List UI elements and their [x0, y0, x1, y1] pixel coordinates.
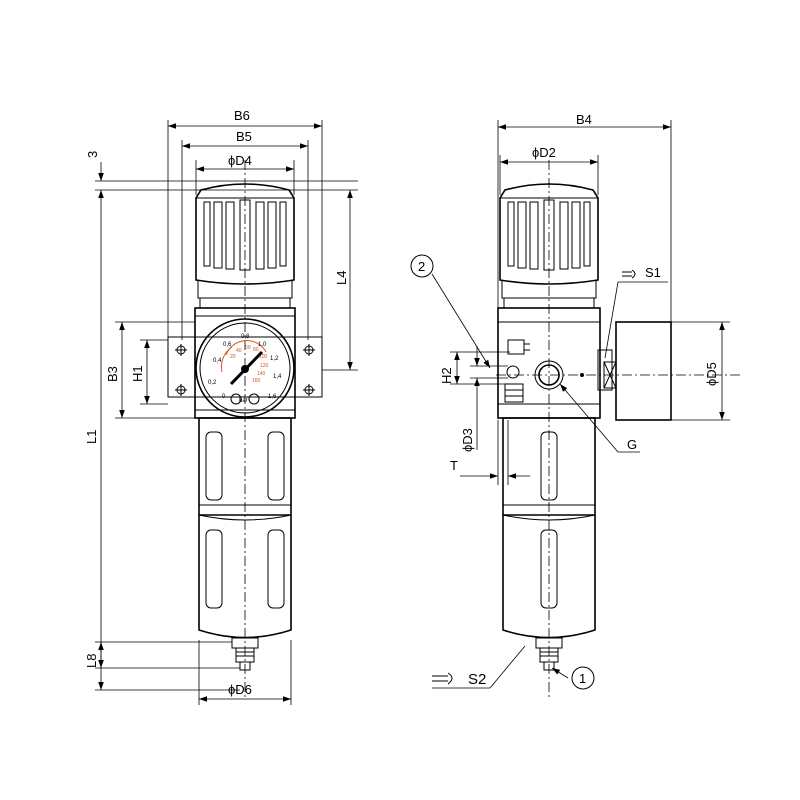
label-d6: ϕD6	[228, 682, 252, 697]
label-d4: ϕD4	[228, 153, 252, 168]
gauge-red-tick-140: 140	[257, 371, 266, 377]
gauge-tick-0-2: 0,2	[208, 380, 217, 386]
dim-l1: L1	[84, 190, 240, 691]
dim-h1: H1	[130, 339, 168, 405]
label-t: T	[450, 458, 458, 473]
callout-g: G	[559, 383, 640, 453]
dim-h2: H2	[439, 351, 510, 385]
dim-3: 3	[85, 151, 358, 191]
pressure-gauge: 0,8 0,6 0,4 0,2 0 1,0 1,2 1,4 1,6 20 40 …	[195, 318, 295, 418]
label-b4: B4	[576, 112, 592, 127]
callout-2: 2	[410, 254, 491, 369]
gauge-red-tick-160: 160	[252, 378, 261, 384]
dim-l4: L4	[322, 190, 358, 371]
dim-b3: B3	[105, 321, 195, 419]
label-l1: L1	[84, 430, 99, 444]
gauge-tick-1-6: 1,6	[268, 394, 277, 400]
label-b5: B5	[236, 129, 252, 144]
callout-1: 1	[551, 666, 595, 690]
dim-d5: ϕD5	[671, 321, 730, 421]
callout-1-circle	[571, 666, 595, 690]
dim-b5: B5	[181, 129, 309, 340]
dim-l8: L8	[84, 641, 240, 669]
label-l4: L4	[334, 271, 349, 285]
side-bowl	[502, 417, 596, 639]
dim-t: T	[450, 420, 530, 485]
front-body	[167, 307, 323, 419]
dim-d3: ϕD3	[460, 346, 508, 452]
gauge-tick-1-0: 1,0	[258, 342, 267, 348]
callout-s2: S2	[432, 645, 526, 689]
gauge-red-tick-60: 60	[245, 345, 251, 351]
drain-valve	[231, 637, 259, 671]
label-g: G	[627, 437, 637, 452]
dim-d6: ϕD6	[198, 640, 292, 705]
side-drain	[535, 637, 563, 671]
gauge-tick-0-8: 0,8	[241, 334, 250, 340]
label-d3: ϕD3	[460, 428, 475, 452]
gauge-tick-0-6: 0,6	[223, 342, 232, 348]
label-h2: H2	[439, 367, 454, 384]
gauge-red-tick-20: 20	[230, 354, 236, 360]
label-callout-1: 1	[579, 671, 586, 686]
gauge-hub	[241, 365, 249, 373]
callout-2-circle	[410, 254, 434, 278]
label-h1: H1	[130, 365, 145, 382]
gauge-unit: bar	[239, 398, 248, 404]
side-body	[497, 307, 613, 419]
side-knob	[499, 183, 599, 309]
label-d2: ϕD2	[532, 145, 556, 160]
gauge-tick-1-2: 1,2	[270, 356, 279, 362]
gauge-red-tick-40: 40	[236, 348, 242, 354]
gauge-tick-0-4: 0,4	[213, 358, 222, 364]
dim-d2: ϕD2	[499, 145, 599, 195]
dim-b4: B4	[497, 112, 672, 322]
label-d5: ϕD5	[704, 362, 719, 386]
label-b3: B3	[105, 366, 120, 382]
front-view: 0,8 0,6 0,4 0,2 0 1,0 1,2 1,4 1,6 20 40 …	[84, 108, 358, 705]
gauge-red-tick-120: 120	[260, 363, 269, 369]
gauge-red-tick-80: 80	[253, 347, 259, 353]
dim-b6: B6	[167, 108, 323, 337]
gauge-red-tick-100: 100	[259, 354, 268, 360]
label-3: 3	[85, 151, 100, 158]
gauge-tick-1-4: 1,4	[273, 374, 282, 380]
label-s2: S2	[468, 671, 486, 688]
callout-s1: S1	[604, 265, 668, 359]
gauge-tick-0: 0	[222, 394, 226, 400]
label-b6: B6	[234, 108, 250, 123]
side-gauge	[603, 321, 672, 421]
label-callout-2: 2	[418, 259, 425, 274]
dim-d4: ϕD4	[195, 153, 295, 195]
label-l8: L8	[84, 654, 99, 668]
side-view: B4 ϕD2 ϕD5 H2 ϕD3	[410, 112, 740, 700]
label-s1: S1	[645, 265, 661, 280]
